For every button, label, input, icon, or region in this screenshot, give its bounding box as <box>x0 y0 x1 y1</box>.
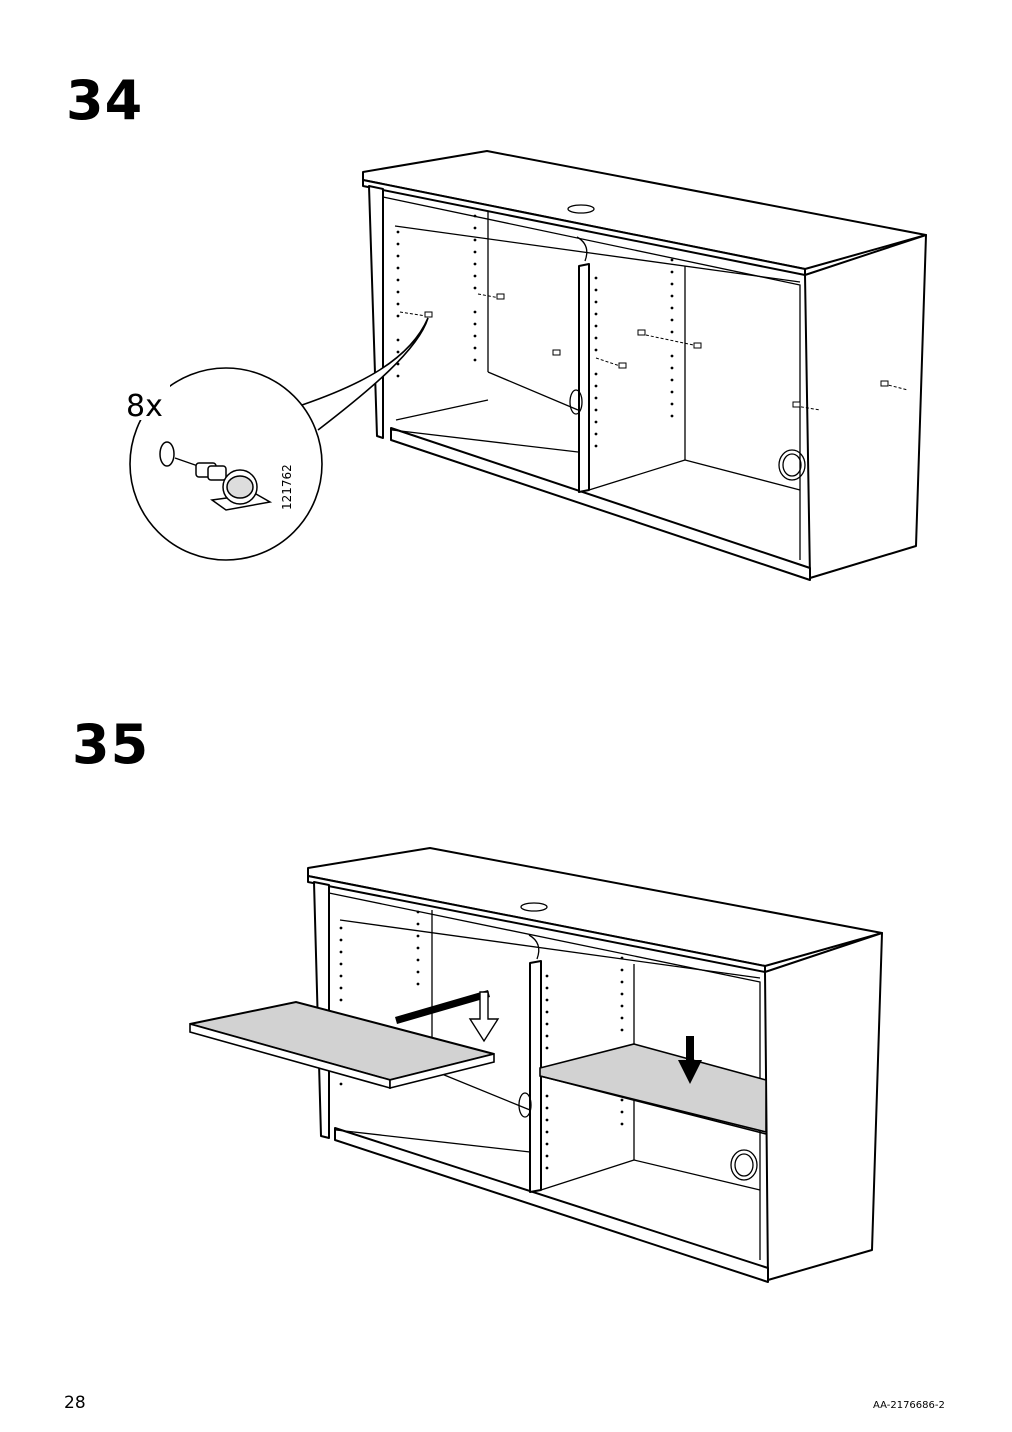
pin-holes-35 <box>339 910 624 1170</box>
step-35-number: 35 <box>72 713 150 776</box>
step-34-illustration: 8x 121762 <box>118 150 927 581</box>
page-number: 28 <box>64 1393 86 1413</box>
part-number: 121762 <box>280 464 294 510</box>
shelf-pins-34 <box>399 293 909 411</box>
callout-quantity: 8x <box>126 389 163 424</box>
callout-bubble <box>129 367 323 561</box>
shelf-board-right <box>539 1043 767 1134</box>
step-34-number: 34 <box>66 69 144 132</box>
down-arrow-outline-icon <box>468 991 500 1043</box>
shelf-pin-icon <box>195 462 273 511</box>
step-35-illustration <box>189 847 883 1283</box>
document-code: AA-2176686-2 <box>873 1400 945 1411</box>
pin-holes-34 <box>396 214 674 448</box>
drill-hole-icon <box>159 441 175 467</box>
down-arrow-solid-icon <box>678 1036 702 1084</box>
cabinet-35 <box>307 847 883 1283</box>
